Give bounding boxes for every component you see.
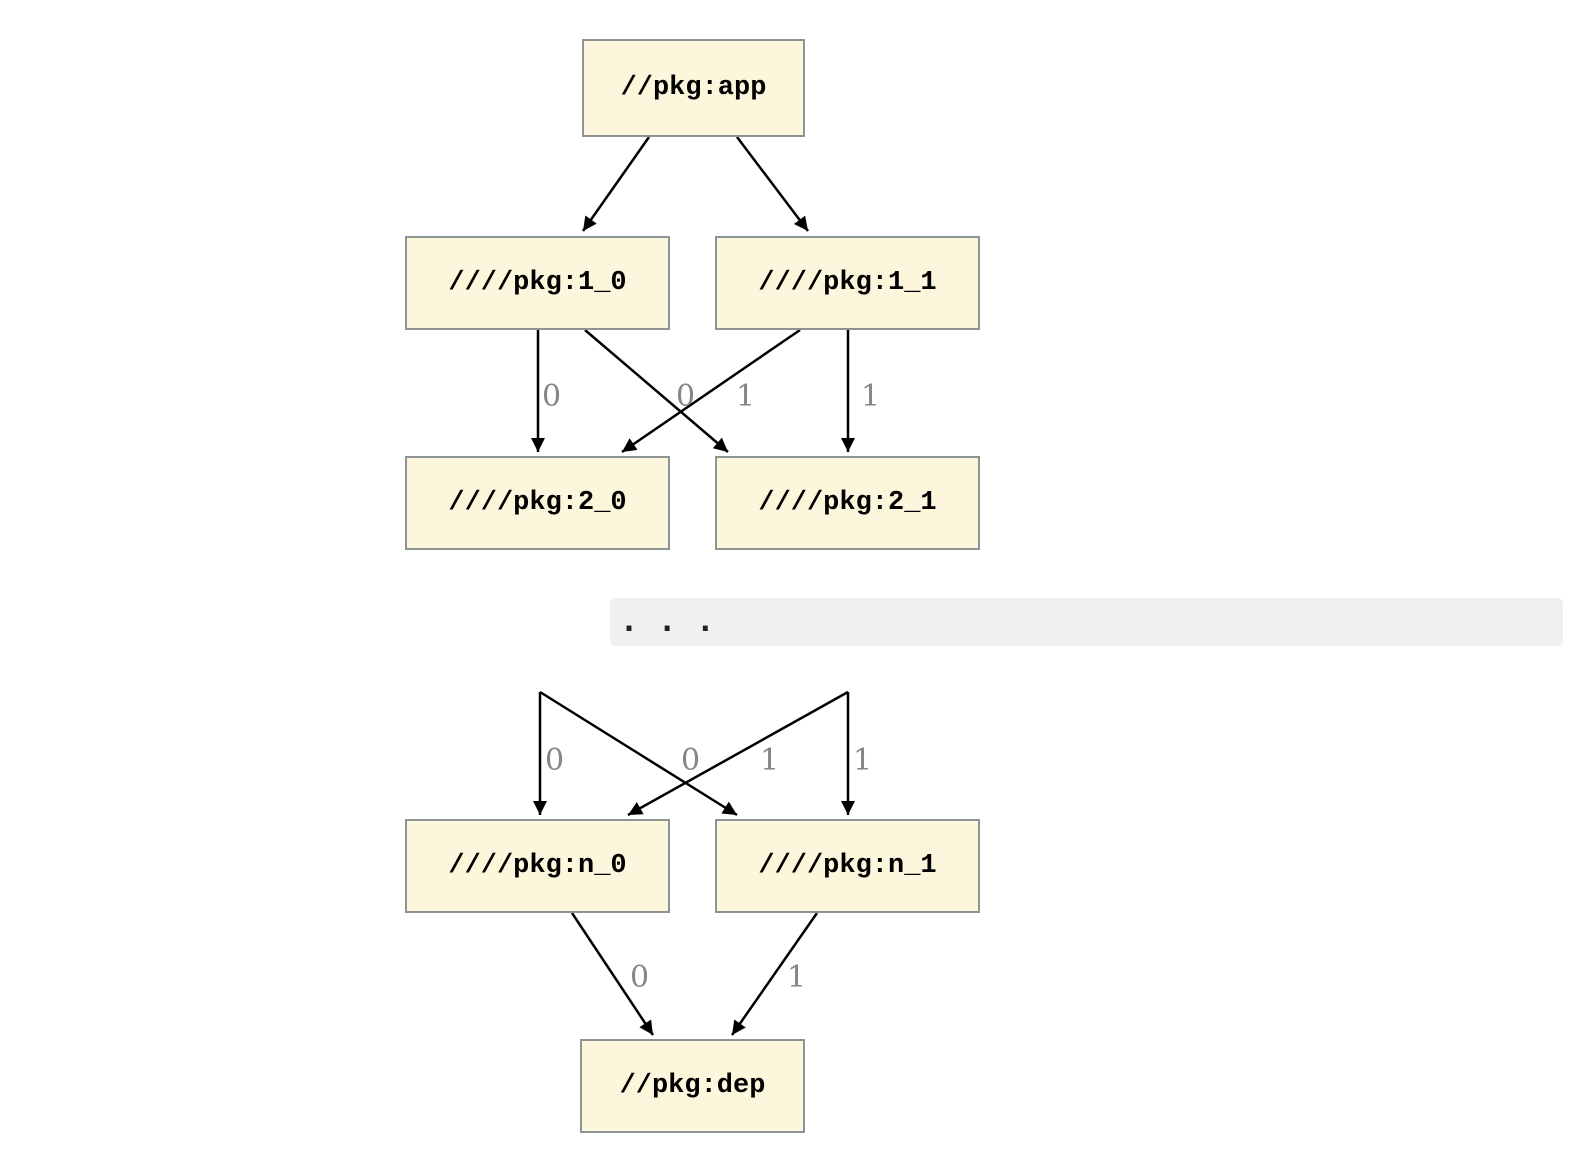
edge-label-1-0-to-2-0: 0 — [542, 379, 561, 414]
edge-label-1-0-to-2-1: 1 — [736, 379, 755, 414]
edge-mid-to-n-1-cross — [539, 690, 738, 817]
edge-label-mid-to-n-0-cross: 0 — [681, 743, 700, 778]
edge-app-to-1-0 — [581, 136, 651, 232]
node-pkg-2-0: ////pkg:2_0 — [405, 456, 670, 550]
node-pkg-n-0: ////pkg:n_0 — [405, 819, 670, 913]
node-pkg-1-0: ////pkg:1_0 — [405, 236, 670, 330]
edge-mid-to-n-0-cross — [627, 690, 849, 817]
node-pkg-dep: //pkg:dep — [580, 1039, 805, 1133]
edge-label-mid-to-n-1-cross: 1 — [760, 743, 779, 778]
edge-label-n-1-to-dep: 1 — [787, 960, 806, 995]
edge-app-to-1-1 — [736, 136, 809, 232]
edge-label-1-1-to-2-0: 0 — [676, 379, 695, 414]
edge-label-mid-to-n-0: 0 — [545, 743, 564, 778]
edge-label-mid-to-n-1: 1 — [853, 743, 872, 778]
ellipsis-bar: . . . — [610, 598, 1563, 646]
node-pkg-2-1: ////pkg:2_1 — [715, 456, 980, 550]
edge-n-0-to-dep — [570, 912, 655, 1036]
edge-1-1-to-2-0 — [621, 328, 801, 454]
ellipsis-dots: . . . — [620, 604, 716, 639]
node-pkg-app: //pkg:app — [582, 39, 805, 137]
edge-label-n-0-to-dep: 0 — [630, 960, 649, 995]
edge-label-1-1-to-2-1: 1 — [861, 379, 880, 414]
edge-1-0-to-2-1 — [584, 329, 729, 453]
node-pkg-1-1: ////pkg:1_1 — [715, 236, 980, 330]
edge-n-1-to-dep — [730, 912, 819, 1036]
node-pkg-n-1: ////pkg:n_1 — [715, 819, 980, 913]
